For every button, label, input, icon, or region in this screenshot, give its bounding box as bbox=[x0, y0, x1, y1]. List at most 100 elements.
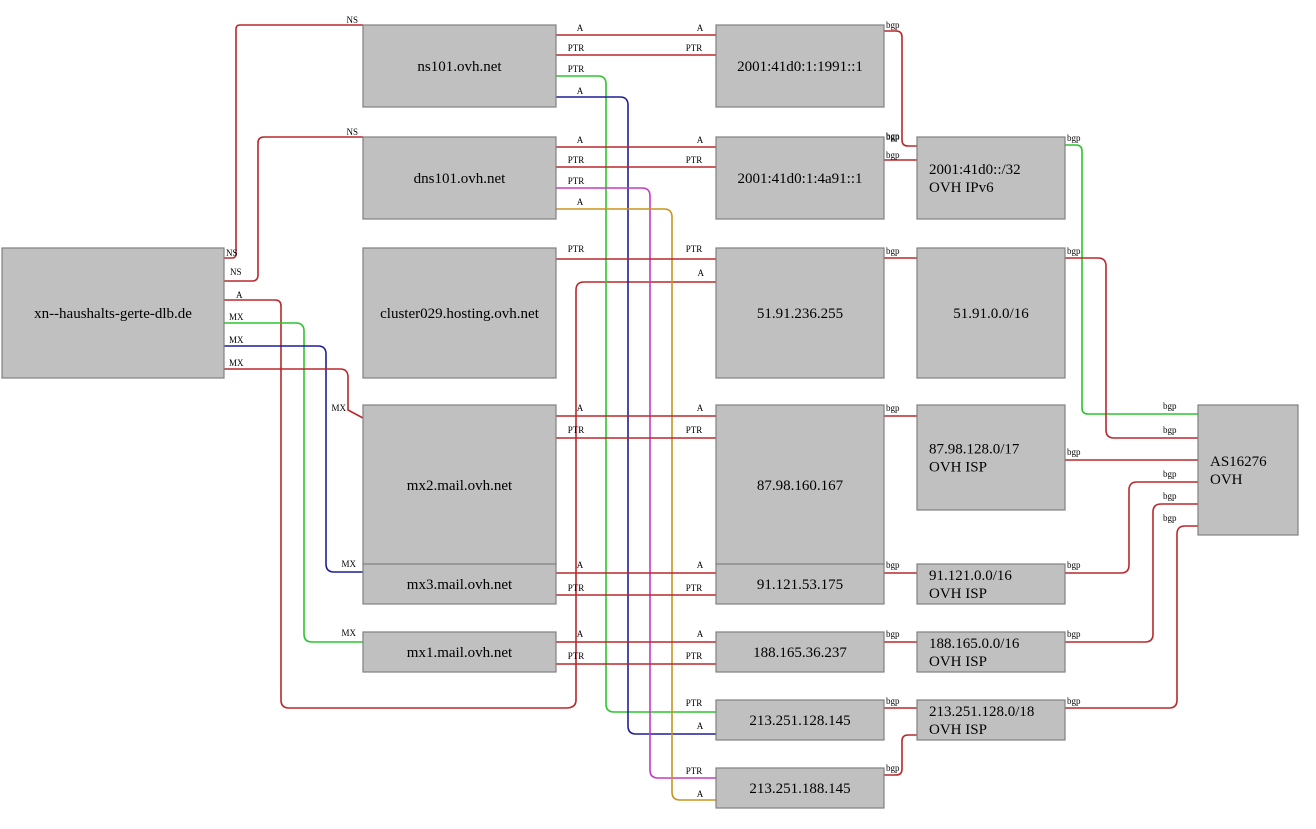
edge-label-dns101-ptr-188-head: PTR bbox=[686, 766, 703, 776]
edge-label-dns101-a-188-tail: A bbox=[577, 197, 584, 207]
node-label-net_213_251-line1: 213.251.128.0/18 bbox=[929, 704, 1034, 720]
node-dns101[interactable]: dns101.ovh.net bbox=[362, 136, 557, 220]
edge-label-ns101-ptr-tail: PTR bbox=[568, 43, 585, 53]
edge-label-mx1-ptr-head: PTR bbox=[686, 651, 703, 661]
node-box-ip_213_251_188 bbox=[715, 767, 885, 809]
node-box-ip_87_98_160 bbox=[715, 404, 885, 566]
edge-label-bgp-213-188-tail: bgp bbox=[886, 763, 900, 773]
node-box-ip_188_165_36 bbox=[715, 631, 885, 673]
edge-label-dns101-a-tail: A bbox=[577, 135, 584, 145]
node-label-mx2: mx2.mail.ovh.net bbox=[407, 478, 513, 494]
edge-label-as-net213-head: bgp bbox=[1163, 513, 1177, 523]
edge-label-ns-dns101-tail: NS bbox=[230, 267, 242, 277]
edge-as-net51 bbox=[1065, 257, 1198, 439]
node-box-as16276 bbox=[1197, 404, 1299, 536]
node-ip_213_251_188[interactable]: 213.251.188.145 bbox=[715, 767, 885, 809]
node-label-mx3: mx3.mail.ovh.net bbox=[407, 577, 513, 593]
edge-label-mx1-a-head: A bbox=[697, 629, 704, 639]
edge-mx-mx1 bbox=[224, 322, 363, 643]
edge-label-ns101-a-tail: A bbox=[577, 23, 584, 33]
node-box-net_188_165 bbox=[916, 631, 1066, 673]
node-mx3[interactable]: mx3.mail.ovh.net bbox=[362, 563, 557, 605]
edge-label-as-net91-tail: bgp bbox=[1067, 560, 1081, 570]
edge-label-mx-mx1-tail: MX bbox=[229, 312, 244, 322]
node-label-ip_91_121_53: 91.121.53.175 bbox=[757, 577, 843, 593]
node-net_51_91[interactable]: 51.91.0.0/16 bbox=[916, 247, 1066, 379]
edge-mx-mx2 bbox=[224, 368, 364, 419]
node-box-ip6_1991 bbox=[715, 24, 885, 108]
edge-mx-mx3 bbox=[224, 345, 363, 573]
node-label-ip_51_91_236: 51.91.236.255 bbox=[757, 306, 843, 322]
edge-label-mx-mx3-tail: MX bbox=[229, 335, 244, 345]
node-label-dns101: dns101.ovh.net bbox=[414, 171, 506, 187]
node-box-ip_91_121_53 bbox=[715, 563, 885, 605]
edge-label-ns-ns101-tail: NS bbox=[226, 248, 238, 258]
node-mx2[interactable]: mx2.mail.ovh.net bbox=[362, 404, 557, 566]
edge-label-mx3-ptr-tail: PTR bbox=[568, 583, 585, 593]
node-ip6_4a91[interactable]: 2001:41d0:1:4a91::1 bbox=[715, 136, 885, 220]
edge-label-bgp-87-160-tail: bgp bbox=[886, 403, 900, 413]
node-box-net_51_91 bbox=[916, 247, 1066, 379]
edge-label-mx-mx2-tail: MX bbox=[229, 358, 244, 368]
edge-a-cluster bbox=[224, 281, 716, 709]
node-mx1[interactable]: mx1.mail.ovh.net bbox=[362, 631, 557, 673]
edge-label-mx2-a-head: A bbox=[697, 403, 704, 413]
edge-label-dns101-a-188-head: A bbox=[697, 789, 704, 799]
node-box-ip_51_91_236 bbox=[715, 247, 885, 379]
edge-label-as-net87-tail: bgp bbox=[1067, 447, 1081, 457]
edge-label-cluster-ptr-tail: PTR bbox=[568, 244, 585, 254]
edge-label-as-net188-tail: bgp bbox=[1067, 629, 1081, 639]
edge-label-ns-ns101-head: NS bbox=[346, 15, 358, 25]
edge-label-as-net6-tail: bgp bbox=[1067, 133, 1081, 143]
edge-label-ns101-a-head: A bbox=[697, 23, 704, 33]
node-box-ip_213_251_128 bbox=[715, 699, 885, 741]
node-label-as16276-line1: AS16276 bbox=[1210, 454, 1267, 470]
edge-label-a-cluster-head: A bbox=[698, 268, 705, 278]
node-box-mx1 bbox=[362, 631, 557, 673]
edge-label-ns101-a-213-head: A bbox=[697, 721, 704, 731]
edge-label-ns101-a-213-tail: A bbox=[577, 86, 584, 96]
edge-label-bgp-1991-tail: bgp bbox=[886, 20, 900, 30]
node-ip_91_121_53[interactable]: 91.121.53.175 bbox=[715, 563, 885, 605]
edge-label-mx-mx2-head: MX bbox=[331, 403, 346, 413]
edge-as-net91 bbox=[1065, 481, 1198, 574]
node-ip_188_165_36[interactable]: 188.165.36.237 bbox=[715, 631, 885, 673]
node-ip_87_98_160[interactable]: 87.98.160.167 bbox=[715, 404, 885, 566]
node-box-domain bbox=[1, 247, 225, 379]
node-label-ip6_1991: 2001:41d0:1:1991::1 bbox=[737, 59, 863, 75]
edge-label-bgp-4a91-tail: bgp bbox=[886, 132, 900, 142]
edge-as-net213 bbox=[1065, 525, 1198, 709]
node-ip_51_91_236[interactable]: 51.91.236.255 bbox=[715, 247, 885, 379]
node-label-net_51_91: 51.91.0.0/16 bbox=[953, 306, 1029, 322]
edge-label-mx3-a-tail: A bbox=[577, 560, 584, 570]
edge-label-as-net213-tail: bgp bbox=[1067, 696, 1081, 706]
edge-label-bgp-51-236-tail: bgp bbox=[886, 246, 900, 256]
edge-bgp-213-188 bbox=[884, 734, 917, 776]
node-label-net_87_98-line1: 87.98.128.0/17 bbox=[929, 442, 1020, 458]
node-domain[interactable]: xn--haushalts-gerte-dlb.de bbox=[1, 247, 225, 379]
node-cluster029[interactable]: cluster029.hosting.ovh.net bbox=[362, 247, 557, 379]
node-box-ns101 bbox=[362, 24, 557, 108]
node-label-cluster029: cluster029.hosting.ovh.net bbox=[380, 306, 540, 322]
node-box-mx3 bbox=[362, 563, 557, 605]
edge-label-dns101-ptr-tail: PTR bbox=[568, 155, 585, 165]
node-ns101[interactable]: ns101.ovh.net bbox=[362, 24, 557, 108]
nodes-layer: xn--haushalts-gerte-dlb.de ns101.ovh.net d… bbox=[1, 24, 1299, 809]
node-box-net_91_121 bbox=[916, 563, 1066, 605]
node-ip_213_251_128[interactable]: 213.251.128.145 bbox=[715, 699, 885, 741]
edge-label-dns101-a-head: A bbox=[697, 135, 704, 145]
edge-label-as-net91-head: bgp bbox=[1163, 469, 1177, 479]
edge-label-mx1-ptr-tail: PTR bbox=[568, 651, 585, 661]
node-ip6_1991[interactable]: 2001:41d0:1:1991::1 bbox=[715, 24, 885, 108]
edge-label-mx2-a-tail: A bbox=[577, 403, 584, 413]
edge-bgp-1991 bbox=[884, 30, 917, 147]
node-label-ip_213_251_128: 213.251.128.145 bbox=[749, 713, 850, 729]
node-label-net_188_165-line1: 188.165.0.0/16 bbox=[929, 636, 1020, 652]
